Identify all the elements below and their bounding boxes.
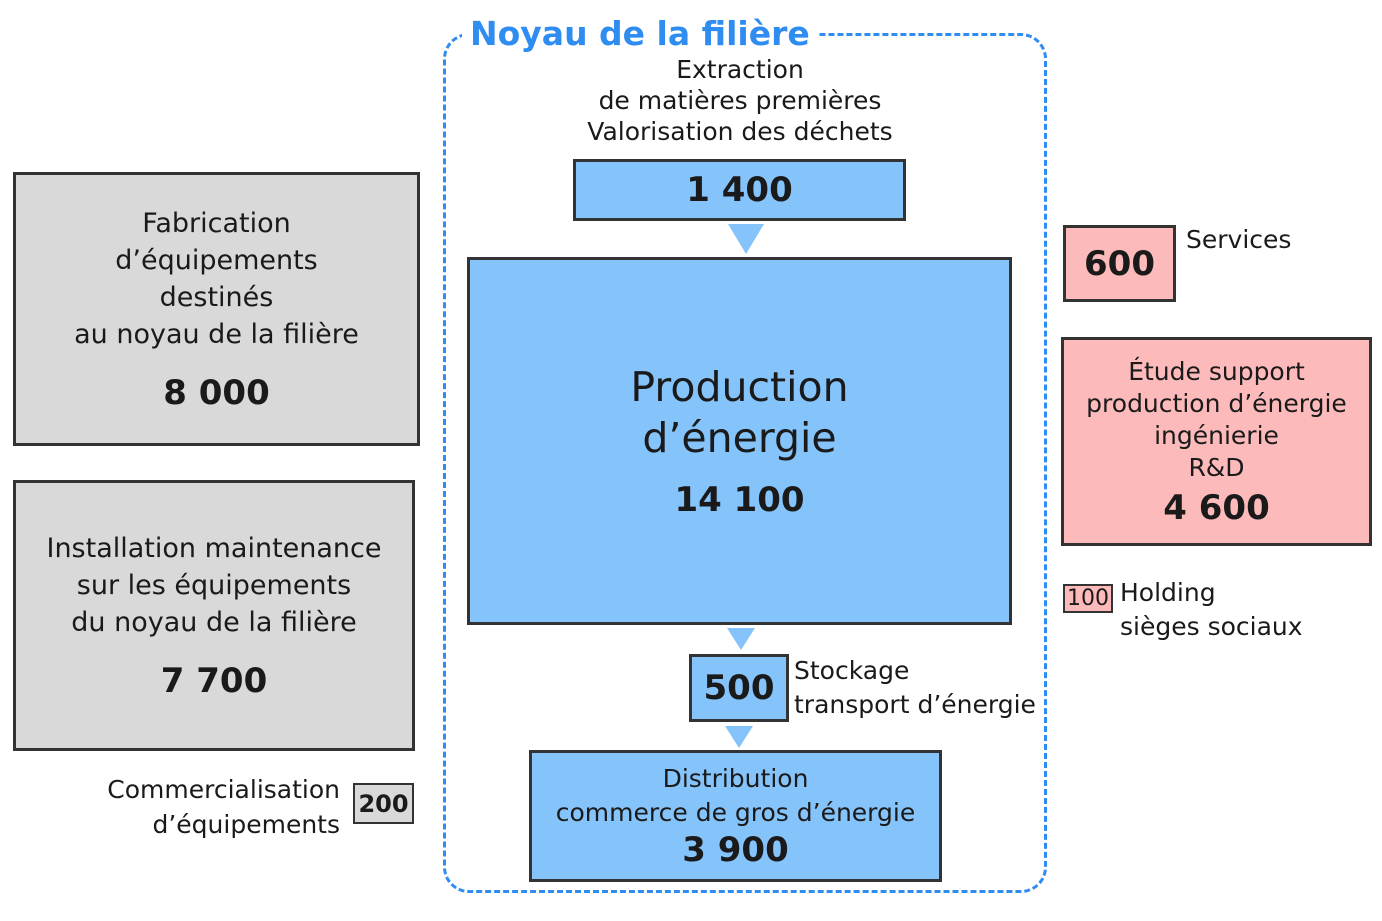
- stockage-value: 500: [703, 668, 775, 708]
- services-box: 600: [1063, 225, 1176, 302]
- production-label: Production d’énergie: [630, 363, 849, 462]
- installation-box: Installation maintenance sur les équipem…: [13, 480, 415, 751]
- extraction-value: 1 400: [686, 170, 793, 210]
- extraction-box: 1 400: [573, 159, 906, 221]
- commercialisation-label: Commercialisation d’équipements: [107, 775, 340, 839]
- arrow-stockage-to-distribution: [725, 726, 753, 748]
- production-value: 14 100: [674, 480, 805, 520]
- fabrication-label: Fabrication d’équipements destinés au no…: [74, 208, 359, 350]
- fabrication-value: 8 000: [163, 373, 270, 413]
- arrow-production-to-stockage: [727, 628, 755, 650]
- commercialisation-box: 200: [353, 783, 414, 824]
- distribution-value: 3 900: [682, 830, 789, 870]
- holding-box: 100: [1063, 584, 1113, 613]
- production-box: Production d’énergie 14 100: [467, 257, 1012, 625]
- etude-value: 4 600: [1163, 487, 1270, 528]
- core-title: Noyau de la filière: [462, 12, 818, 56]
- holding-label: Holding sièges sociaux: [1120, 578, 1303, 641]
- etude-label: Étude support production d’énergie ingén…: [1086, 356, 1347, 482]
- extraction-label: Extraction de matières premières Valoris…: [587, 55, 893, 146]
- services-value: 600: [1084, 243, 1155, 284]
- services-label: Services: [1186, 225, 1292, 254]
- holding-value: 100: [1067, 585, 1109, 611]
- fabrication-box: Fabrication d’équipements destinés au no…: [13, 172, 420, 446]
- stockage-box: 500: [689, 654, 789, 722]
- installation-label: Installation maintenance sur les équipem…: [46, 533, 382, 638]
- commercialisation-value: 200: [358, 789, 409, 818]
- distribution-label: Distribution commerce de gros d’énergie: [555, 764, 916, 827]
- stockage-label: Stockage transport d’énergie: [794, 656, 1036, 719]
- etude-box: Étude support production d’énergie ingén…: [1061, 337, 1372, 546]
- distribution-box: Distribution commerce de gros d’énergie …: [529, 750, 942, 882]
- installation-value: 7 700: [160, 661, 268, 701]
- arrow-extraction-to-production: [728, 224, 764, 254]
